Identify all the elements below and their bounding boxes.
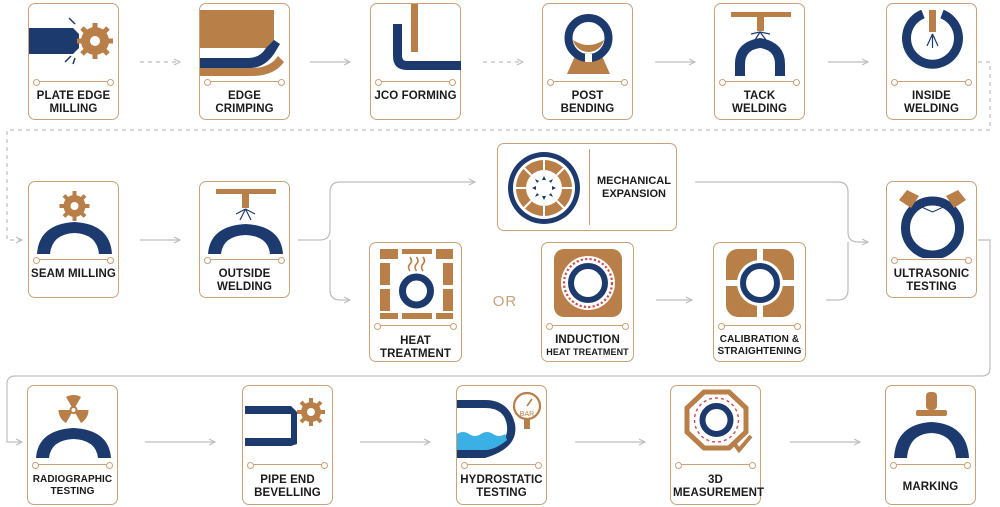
outside-welding-icon <box>208 189 283 254</box>
connector-row2-row3 <box>6 239 991 442</box>
connector-merge-top <box>695 181 868 242</box>
step-heat-treatment: HEAT TREATMENT <box>369 242 462 362</box>
step-mechanical-expansion: MECHANICAL EXPANSION <box>497 143 677 231</box>
induction-icon <box>554 249 622 317</box>
label-plate-edge-milling: PLATE EDGE MILLING <box>36 90 111 115</box>
step-inside-welding: INSIDE WELDING <box>886 3 977 120</box>
label-3d-measurement: 3D MEASUREMENT <box>673 474 765 499</box>
hydrostatic-icon: BAR <box>457 391 542 458</box>
step-ultrasonic-testing: ULTRASONIC TESTING <box>886 181 977 298</box>
step-pipe-end-bevelling: PIPE END BEVELLING <box>242 385 333 505</box>
connector-branch <box>298 182 475 241</box>
edge-crimping-icon <box>200 10 284 76</box>
label-post-bending: POST BENDING <box>560 90 615 115</box>
step-hydrostatic-testing: BAR HYDROSTATIC TESTING <box>456 385 547 505</box>
heat-treatment-icon <box>380 249 453 319</box>
gauge-label: BAR <box>520 411 534 418</box>
step-post-bending: POST BENDING <box>542 3 633 120</box>
step-radiographic-testing: RADIOGRAPHIC TESTING <box>27 385 118 505</box>
label-edge-crimping: EDGE CRIMPING <box>215 90 274 115</box>
jco-forming-icon <box>393 4 461 70</box>
label-seam-milling: SEAM MILLING <box>31 268 116 280</box>
step-plate-edge-milling: PLATE EDGE MILLING <box>28 3 119 120</box>
step-tack-welding: TACK WELDING <box>714 3 805 120</box>
connector-row1-row2 <box>6 61 991 240</box>
label-outside-welding: OUTSIDE WELDING <box>217 268 272 293</box>
step-outside-welding: OUTSIDE WELDING <box>199 181 290 298</box>
label-ultrasonic-testing: ULTRASONIC TESTING <box>893 268 970 293</box>
label-tack-welding: TACK WELDING <box>732 90 787 115</box>
step-calibration-straightening: CALIBRATION & STRAIGHTENING <box>713 242 806 362</box>
step-edge-crimping: EDGE CRIMPING <box>199 3 290 120</box>
inside-welding-icon <box>902 9 963 69</box>
label-inside-welding: INSIDE WELDING <box>904 90 959 115</box>
label-mechanical-expansion: MECHANICAL EXPANSION <box>597 175 671 200</box>
label-jco-forming: JCO FORMING <box>374 90 457 102</box>
step-jco-forming: JCO FORMING <box>370 3 461 120</box>
step-seam-milling: SEAM MILLING <box>28 181 119 298</box>
stamp-icon <box>894 392 969 458</box>
measurement-icon <box>684 389 753 454</box>
label-pipe-end-bevelling: PIPE END BEVELLING <box>254 474 321 499</box>
connector-branch-lower <box>329 240 350 300</box>
calibration-icon <box>726 249 794 317</box>
step-3d-measurement: 3D MEASUREMENT <box>670 385 765 505</box>
seam-milling-icon <box>37 191 112 254</box>
step-marking: MARKING <box>885 385 976 505</box>
bevelling-icon <box>245 398 325 446</box>
label-heat-treatment: HEAT TREATMENT <box>380 335 451 360</box>
or-separator: OR <box>492 293 518 310</box>
label-calibration: CALIBRATION & STRAIGHTENING <box>717 334 802 357</box>
plate-milling-icon <box>29 17 113 65</box>
label-radiographic-testing: RADIOGRAPHIC TESTING <box>32 474 113 497</box>
connector-merge-bottom <box>826 242 849 301</box>
expansion-icon <box>508 152 580 224</box>
tack-welding-icon <box>731 12 791 76</box>
label-marking: MARKING <box>902 481 959 493</box>
radiation-icon <box>36 394 111 458</box>
post-bending-icon <box>564 14 613 74</box>
ultrasonic-icon <box>899 190 966 258</box>
label-hydrostatic-testing: HYDROSTATIC TESTING <box>460 474 543 499</box>
